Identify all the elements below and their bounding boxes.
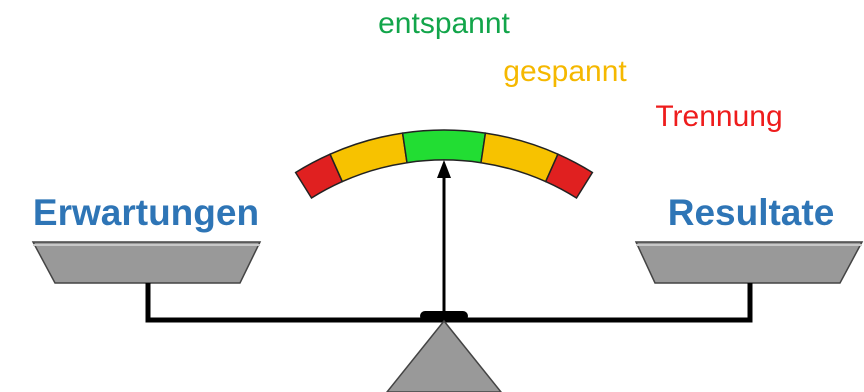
gauge-segment-yellow-left: [329, 132, 408, 183]
needle-arrowhead: [437, 160, 451, 178]
gauge-segment-red-right: [544, 153, 594, 200]
gauge-segment-green: [401, 129, 487, 164]
label-separation: Trennung: [655, 100, 782, 133]
label-relaxed: entspannt: [378, 7, 510, 40]
left-scale-pan: [31, 241, 262, 284]
label-results: Resultate: [668, 192, 835, 233]
right-scale-pan: [634, 241, 864, 284]
label-expectations: Erwartungen: [33, 192, 259, 233]
tension-gauge: [294, 129, 594, 200]
scale-base: [386, 319, 502, 392]
gauge-segment-yellow-right: [480, 132, 559, 183]
label-tense: gespannt: [503, 55, 627, 88]
